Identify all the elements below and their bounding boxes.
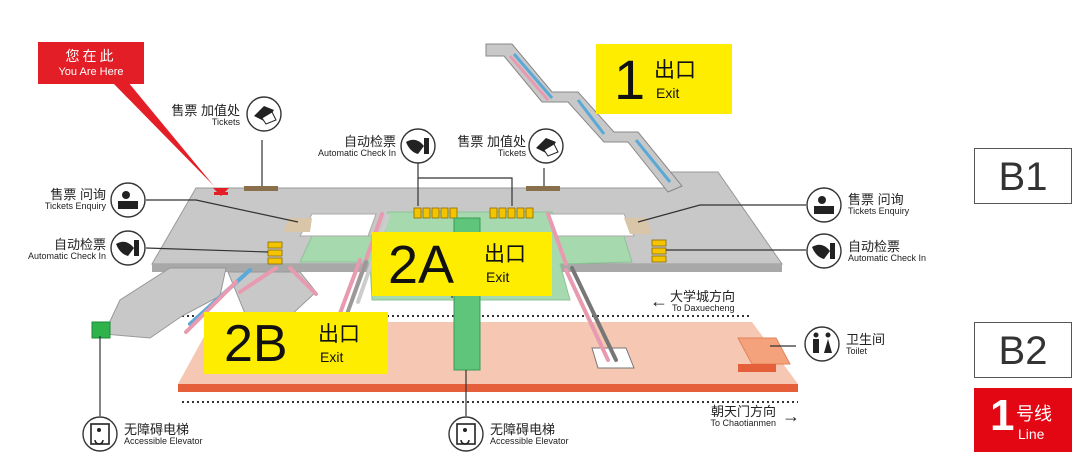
direction-daxuecheng: ← 大学城方向 To Daxuecheng (650, 289, 736, 314)
tickets-left-zh: 售票 加值处 (171, 103, 240, 118)
enquiry-booth-right (624, 218, 652, 234)
gates-center (413, 207, 534, 219)
gates-left (267, 241, 283, 265)
tickets-left-en: Tickets (211, 117, 240, 128)
checkin-center-en: Automatic Check In (317, 148, 396, 159)
level-b1-label: B1 (974, 148, 1072, 204)
ticket-icon (528, 128, 564, 164)
checkin-right-label: 自动检票 Automatic Check In (848, 239, 927, 264)
enquiry-left-zh: 售票 问询 (50, 187, 106, 202)
enquiry-right-label: 售票 问询 Tickets Enquiry (848, 192, 910, 217)
elevator-center-en: Accessible Elevator (490, 436, 569, 447)
check-in-icon (806, 233, 842, 269)
exit-2a-zh: 出口 (484, 243, 526, 266)
exit-1-number: 1 (614, 48, 646, 111)
enquiry-right-zh: 售票 问询 (848, 192, 904, 207)
exit-2a-sign: 2A 出口 Exit (372, 232, 552, 296)
enquiry-left-label: 售票 问询 Tickets Enquiry (14, 187, 106, 212)
arrow-right-icon: → (782, 406, 800, 426)
direction-daxuecheng-en: To Daxuecheng (672, 303, 735, 314)
toilet-block (737, 337, 791, 365)
line-zh: 号线 (1016, 404, 1052, 424)
escalators (184, 212, 618, 362)
ticket-icon (246, 96, 282, 132)
tickets-left-label: 售票 加值处 Tickets (150, 103, 240, 128)
direction-chaotianmen-en: To Chaotianmen (710, 418, 776, 429)
elevator-left-zh: 无障碍电梯 (124, 422, 190, 437)
direction-chaotianmen-zh: 朝天门方向 (710, 404, 776, 419)
leader-lines (99, 82, 806, 416)
elevator-icon (448, 416, 484, 452)
exit-1-sign: 1 出口 Exit (596, 44, 732, 114)
exit-1-stairs (485, 43, 683, 193)
toilet-en: Toilet (846, 346, 868, 357)
check-in-icon (400, 128, 436, 164)
you-are-here-label: 您在此 You Are Here (38, 42, 144, 84)
enquiry-icon (806, 187, 842, 223)
check-in-icon (110, 230, 146, 266)
void-left (299, 213, 377, 237)
enquiry-right-en: Tickets Enquiry (848, 206, 910, 217)
enquiry-left-en: Tickets Enquiry (44, 201, 106, 212)
tickets-center-label: 售票 加值处 Tickets (438, 134, 526, 159)
checkin-center-zh: 自动检票 (343, 134, 396, 149)
exit-2a-en: Exit (486, 269, 510, 285)
direction-chaotianmen: 朝天门方向 To Chaotianmen → (690, 404, 800, 429)
you-are-here-marker-icon (213, 188, 229, 196)
you-are-here-zh: 您在此 (65, 48, 117, 64)
exit-2b-sign: 2B 出口 Exit (204, 312, 388, 374)
elevator-center-label: 无障碍电梯 Accessible Elevator (490, 422, 569, 447)
ticket-machine-left (244, 186, 278, 191)
enquiry-booth-left (284, 218, 312, 232)
line-badge: 1 号线 Line (974, 388, 1072, 452)
gates-right (651, 239, 667, 263)
line-en: Line (1018, 426, 1045, 442)
arrow-left-icon: ← (650, 291, 668, 311)
tickets-center-en: Tickets (497, 148, 526, 159)
toilet-block-edge (738, 364, 776, 372)
concourse-left-wing (103, 267, 227, 339)
toilet-label: 卫生间 Toilet (846, 332, 886, 357)
checkin-right-en: Automatic Check In (848, 253, 927, 264)
ticket-machine-center (526, 186, 560, 191)
platform-edge (178, 384, 798, 392)
checkin-right-zh: 自动检票 (848, 239, 901, 254)
elevator-left-en: Accessible Elevator (124, 436, 203, 447)
exit-2b-number: 2B (224, 315, 288, 373)
toilet-icon (804, 326, 840, 362)
enquiry-icon (110, 182, 146, 218)
void-right (547, 213, 635, 237)
line-number: 1 (990, 391, 1015, 440)
exit-1-zh: 出口 (654, 59, 696, 82)
exit-1-en: Exit (656, 85, 680, 101)
checkin-left-zh: 自动检票 (53, 237, 106, 252)
toilet-zh: 卫生间 (846, 332, 886, 347)
checkin-center-label: 自动检票 Automatic Check In (296, 134, 396, 159)
elevator-center-zh: 无障碍电梯 (490, 422, 556, 437)
level-b2-label: B2 (974, 322, 1072, 378)
you-are-here-en: You Are Here (58, 66, 124, 78)
exit-2a-number: 2A (388, 235, 455, 295)
checkin-left-label: 自动检票 Automatic Check In (4, 237, 106, 262)
elevator-left-label: 无障碍电梯 Accessible Elevator (124, 422, 203, 447)
direction-daxuecheng-zh: 大学城方向 (670, 289, 736, 304)
exit-2b-zh: 出口 (318, 323, 360, 346)
checkin-left-en: Automatic Check In (27, 251, 106, 262)
exit-2b-en: Exit (320, 349, 344, 365)
tickets-center-zh: 售票 加值处 (457, 134, 526, 149)
elevator-icon (82, 416, 118, 452)
